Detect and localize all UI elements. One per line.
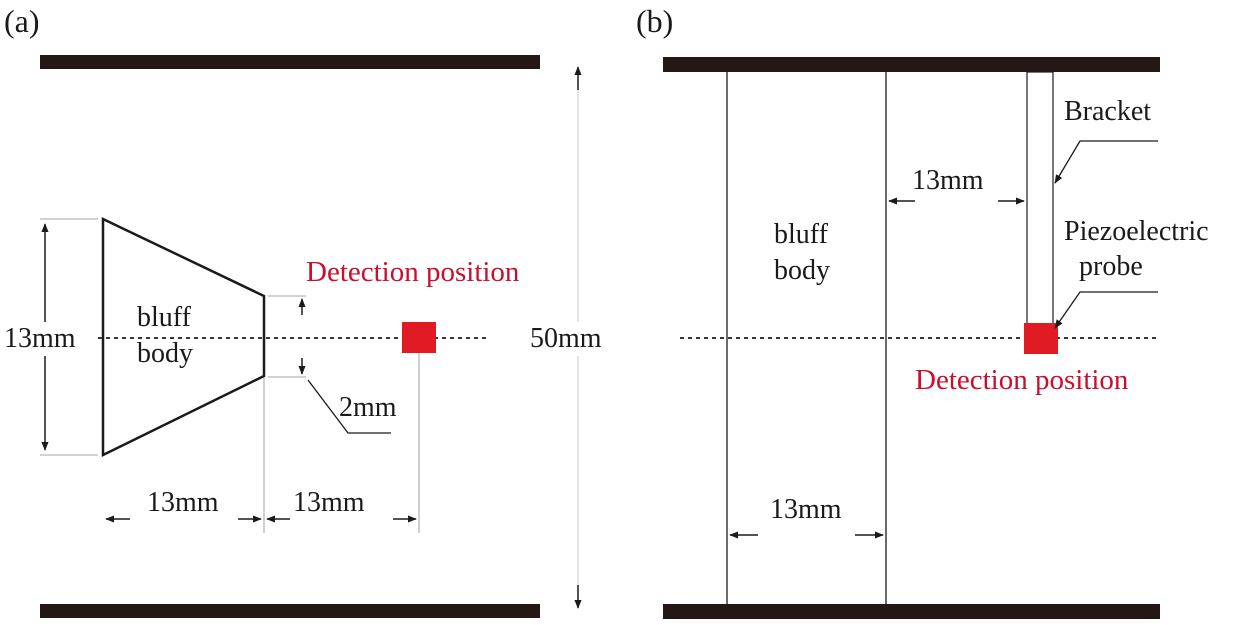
panel-a-top-wall xyxy=(40,55,540,69)
panel-b-top-wall xyxy=(663,57,1160,72)
panel-b-probe-leader xyxy=(1054,291,1158,329)
panel-a-channel-label: 50mm xyxy=(530,323,602,354)
panel-a-gap-label: 2mm xyxy=(339,392,397,423)
panel-b-bottom-wall xyxy=(663,604,1160,619)
panel-a-detection-dist-label: 13mm xyxy=(293,487,365,518)
panel-b-probe-label-2: probe xyxy=(1079,251,1143,282)
panel-b-bracket-label: Bracket xyxy=(1064,96,1151,127)
panel-b-gap-label: 13mm xyxy=(912,165,984,196)
panel-b-label: (b) xyxy=(636,3,673,39)
panel-a-height-label-bg xyxy=(2,322,90,356)
panel-b-detection-label: Detection position xyxy=(915,364,1129,396)
panel-a-label: (a) xyxy=(4,3,40,39)
panel-a-gap-leader xyxy=(307,379,391,434)
panel-b-probe-label-1: Piezoelectric xyxy=(1064,216,1209,247)
panel-a-body-length-label: 13mm xyxy=(147,487,219,518)
panel-a: (a) bluff body Detection position 13mm 2… xyxy=(2,3,620,618)
panel-b-bracket xyxy=(1026,71,1054,327)
panel-a-bottom-wall xyxy=(40,604,540,618)
panel-b-bluff-text-1: bluff xyxy=(774,219,829,250)
panel-b: (b) bluff body Detection position 13mm 1… xyxy=(636,3,1209,619)
panel-a-channel-label-bg xyxy=(530,322,620,356)
panel-b-bluff-text-2: body xyxy=(774,255,830,286)
panel-a-detection-label: Detection position xyxy=(306,256,520,288)
panel-a-bluff-text-1: bluff xyxy=(137,302,192,333)
panel-a-bluff-body xyxy=(101,217,266,458)
panel-b-bracket-leader xyxy=(1054,140,1158,184)
panel-b-width-label: 13mm xyxy=(770,494,842,525)
panel-a-height-label: 13mm xyxy=(4,323,76,354)
panel-b-detection-marker xyxy=(1024,323,1058,354)
panel-a-detection-marker xyxy=(402,322,436,353)
panel-a-bluff-text-2: body xyxy=(137,338,193,369)
